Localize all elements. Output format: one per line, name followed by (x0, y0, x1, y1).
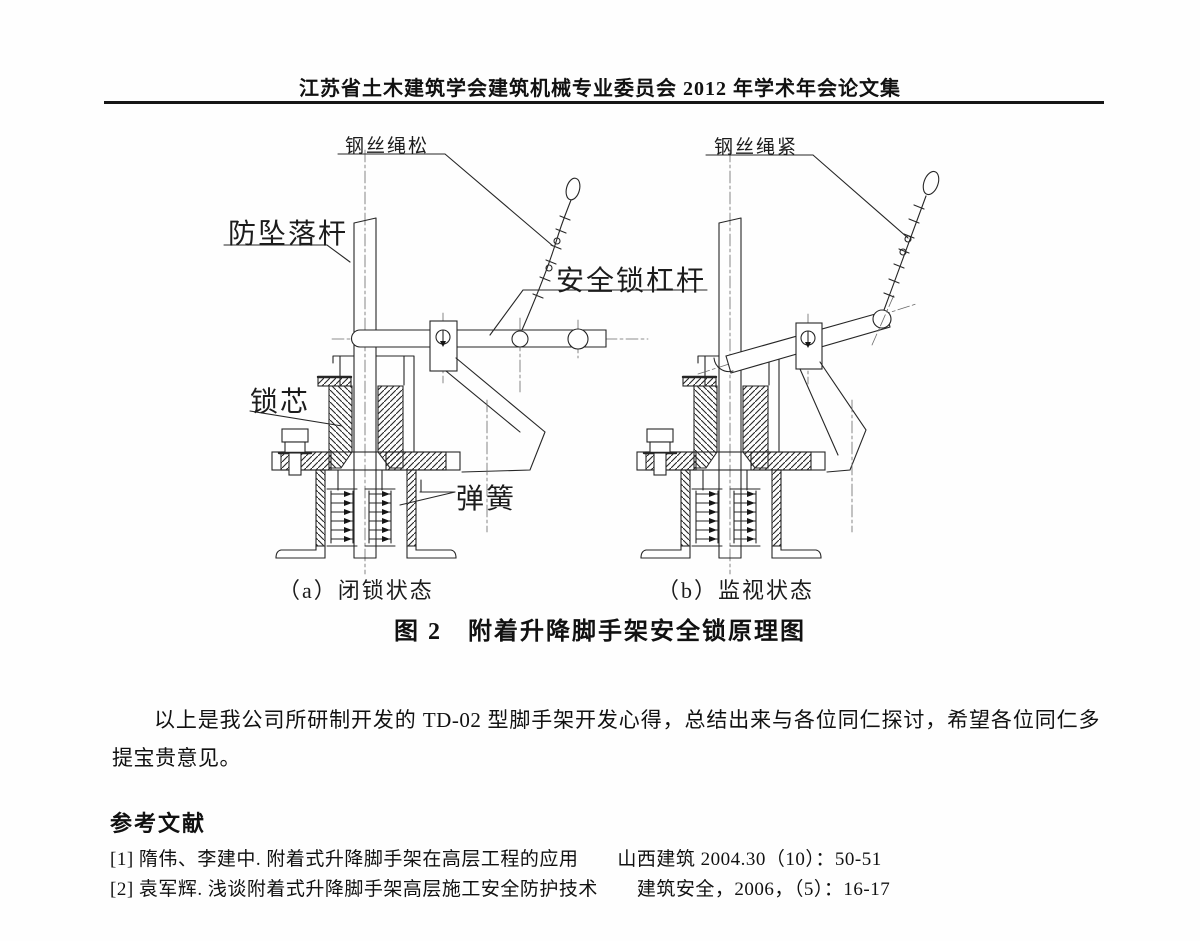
label-spring: 弹簧 (456, 484, 517, 515)
figure-diagram (223, 115, 940, 615)
label-safety-lock-lever: 安全锁杠杆 (556, 266, 707, 297)
reference-item: [2] 袁军辉. 浅谈附着式升降脚手架高层施工安全防护技术 建筑安全，2006，… (110, 879, 891, 900)
header-rule (104, 101, 1104, 104)
references-heading: 参考文献 (110, 811, 207, 836)
page-header-title: 江苏省土木建筑学会建筑机械专业委员会 2012 年学术年会论文集 (299, 78, 901, 100)
label-anti-fall-rod: 防坠落杆 (228, 219, 349, 250)
subcaption-a: （a）闭锁状态 (278, 578, 434, 603)
label-lock-core: 锁芯 (250, 387, 311, 418)
reference-item: [1] 隋伟、李建中. 附着式升降脚手架在高层工程的应用 山西建筑 2004.3… (110, 849, 882, 870)
label-wire-rope-loose: 钢丝绳松 (345, 136, 430, 157)
diagram-a-locked-state (223, 150, 708, 574)
label-wire-rope-tight: 钢丝绳紧 (714, 137, 799, 158)
body-paragraph: 以上是我公司所研制开发的 TD-02 型脚手架开发心得，总结出来与各位同仁探讨，… (112, 708, 1100, 770)
subcaption-b: （b）监视状态 (657, 578, 815, 603)
figure-caption: 图 2 附着升降脚手架安全锁原理图 (394, 619, 806, 645)
diagram-b-monitoring-state (637, 150, 940, 574)
